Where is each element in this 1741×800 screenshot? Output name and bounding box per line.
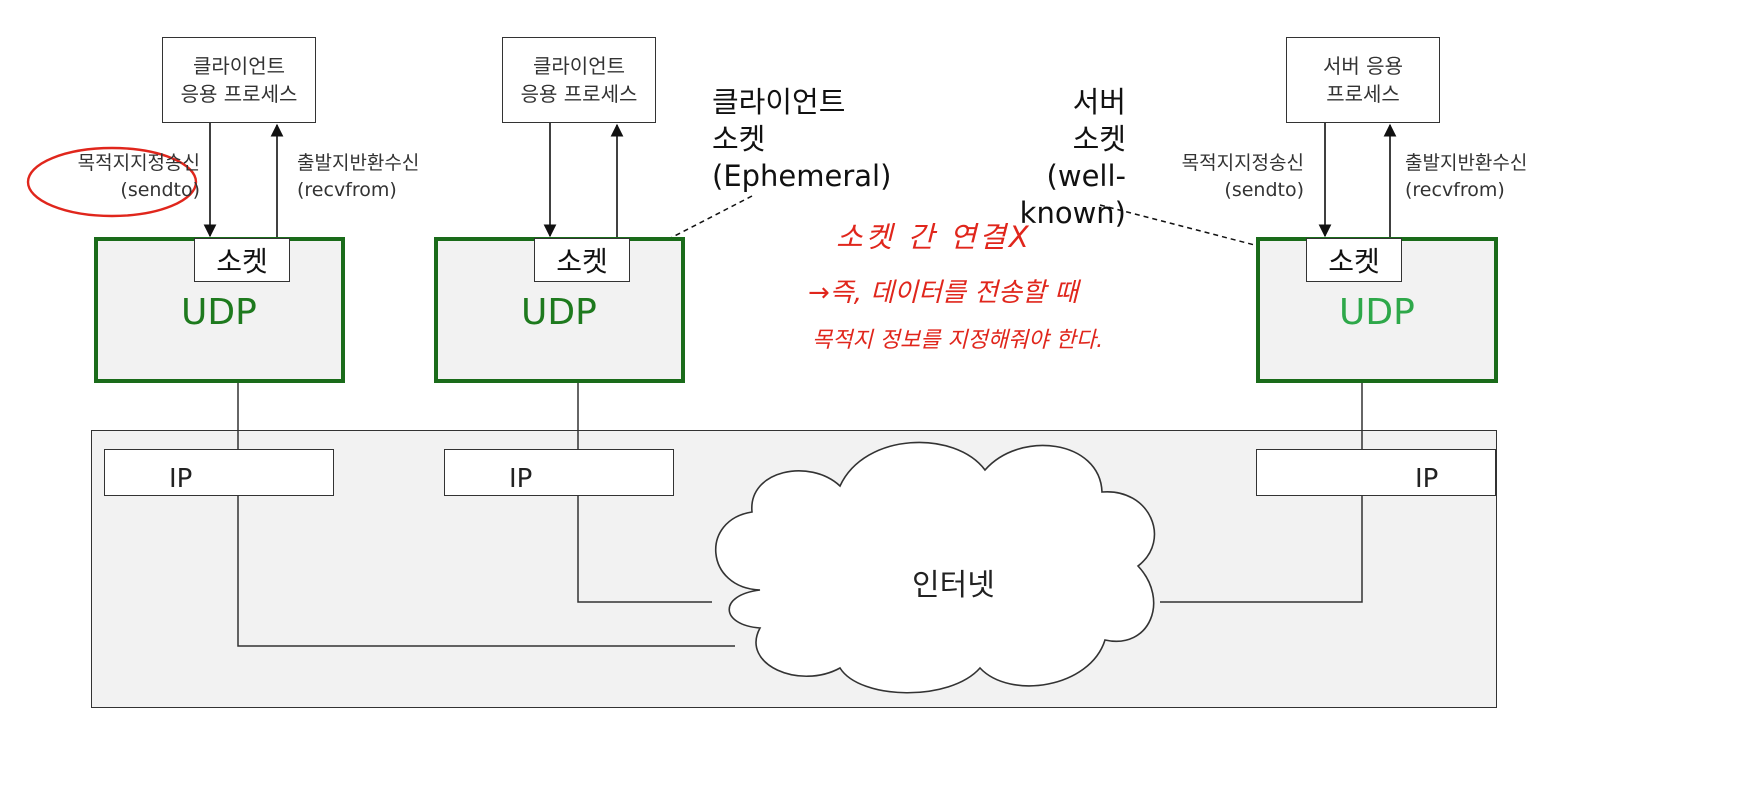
recv-label-right-line2: (recvfrom) xyxy=(1405,179,1505,201)
annotation-line2: →즉, 데이터를 전송할 때 xyxy=(808,278,1079,308)
process-middle-line2: 응용 프로세스 xyxy=(520,82,638,106)
ip-label-right: IP xyxy=(1415,464,1439,494)
server-socket-callout: 서버 소켓 (well-known) xyxy=(964,84,1126,232)
ip-box-right: IP xyxy=(1256,449,1496,496)
send-label-right-line2: (sendto) xyxy=(1224,179,1304,201)
send-label-left: 목적지지정송신 (sendto) xyxy=(40,150,200,204)
ip-label-left: IP xyxy=(169,464,193,494)
send-label-left-line1: 목적지지정송신 xyxy=(77,152,200,174)
socket-right: 소켓 xyxy=(1306,238,1402,282)
process-left-line1: 클라이언트 xyxy=(193,54,285,78)
socket-right-label: 소켓 xyxy=(1328,245,1380,278)
send-label-right: 목적지지정송신 (sendto) xyxy=(1148,150,1304,204)
internet-cloud xyxy=(715,441,1156,694)
server-socket-line3: (well-known) xyxy=(1019,159,1126,230)
recv-label-left-line2: (recvfrom) xyxy=(297,179,397,201)
server-socket-line2: 소켓 xyxy=(1072,122,1126,156)
udp-label-left: UDP xyxy=(181,292,257,333)
recv-label-left-line1: 출발지반환수신 xyxy=(297,152,420,174)
socket-middle: 소켓 xyxy=(534,238,630,282)
client-socket-line1: 클라이언트 xyxy=(712,85,846,119)
recv-label-left: 출발지반환수신 (recvfrom) xyxy=(297,150,419,204)
server-socket-line1: 서버 xyxy=(1072,85,1126,119)
process-right: 서버 응용 프로세스 xyxy=(1286,37,1440,123)
client-socket-line2: 소켓 xyxy=(712,122,766,156)
recv-label-right: 출발지반환수신 (recvfrom) xyxy=(1405,150,1527,204)
client-socket-callout: 클라이언트 소켓 (Ephemeral) xyxy=(712,84,891,195)
process-middle-line1: 클라이언트 xyxy=(533,54,625,78)
client-socket-line3: (Ephemeral) xyxy=(712,159,892,193)
ip-box-left: IP xyxy=(104,449,334,496)
socket-left: 소켓 xyxy=(194,238,290,282)
udp-label-right: UDP xyxy=(1339,292,1415,333)
annotation-line1: 소켓 간 연결X xyxy=(836,220,1032,254)
ip-net-line-left xyxy=(237,496,735,647)
internet-label: 인터넷 xyxy=(912,568,995,603)
send-label-left-line2: (sendto) xyxy=(120,179,200,201)
socket-left-label: 소켓 xyxy=(216,245,268,278)
socket-middle-label: 소켓 xyxy=(556,245,608,278)
ip-box-middle: IP xyxy=(444,449,674,496)
process-right-line1: 서버 응용 xyxy=(1323,54,1403,78)
process-left: 클라이언트 응용 프로세스 xyxy=(162,37,316,123)
udp-label-middle: UDP xyxy=(521,292,597,333)
ip-label-middle: IP xyxy=(509,464,533,494)
ip-net-line-right xyxy=(1160,496,1363,603)
annotation-line3: 목적지 정보를 지정해줘야 한다. xyxy=(812,328,1104,353)
sendto-highlight-circle xyxy=(26,146,198,218)
process-right-line2: 프로세스 xyxy=(1326,82,1400,106)
process-middle: 클라이언트 응용 프로세스 xyxy=(502,37,656,123)
ip-net-line-middle xyxy=(577,496,712,603)
process-left-line2: 응용 프로세스 xyxy=(180,82,298,106)
recv-label-right-line1: 출발지반환수신 xyxy=(1405,152,1528,174)
send-label-right-line1: 목적지지정송신 xyxy=(1181,152,1304,174)
